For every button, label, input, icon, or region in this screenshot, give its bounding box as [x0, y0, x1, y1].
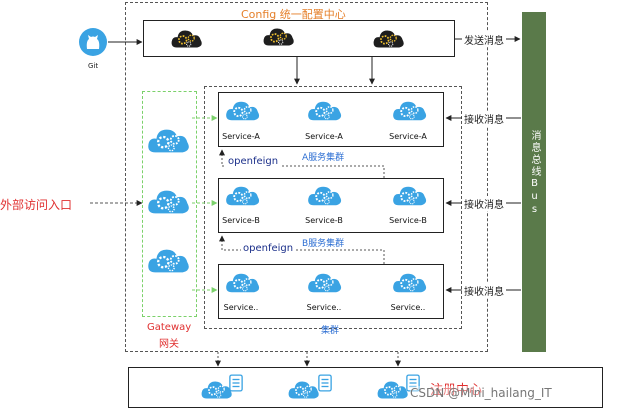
service-b-1: Service-B — [222, 216, 260, 225]
github-icon — [79, 28, 107, 56]
git-label: Git — [88, 62, 99, 70]
receive-message-label-c: 接收消息 — [462, 283, 506, 298]
registry-label: 注册中心 — [430, 383, 483, 398]
service-a-2: Service-A — [305, 132, 343, 141]
cluster-a-label: A服务集群 — [302, 153, 345, 163]
gateway-label: Gateway — [147, 322, 192, 333]
registry-cloud-icon — [287, 378, 321, 402]
service-c-3: Service.. — [390, 303, 426, 312]
registry-box — [128, 367, 603, 408]
registry-cloud-icon — [376, 378, 410, 402]
watermark: CSDN @Mini_hailang_IT — [410, 386, 552, 400]
gateway-label-cn: 网关 — [159, 339, 179, 350]
services-group — [204, 86, 462, 329]
service-a-3: Service-A — [389, 132, 427, 141]
service-c-2: Service.. — [306, 303, 342, 312]
receive-message-label-b: 接收消息 — [462, 196, 506, 211]
send-message-label: 发送消息 — [462, 32, 506, 47]
system-boundary — [125, 2, 488, 352]
message-bus-label: 消息总线Bus — [529, 130, 540, 217]
openfeign-label-1: openfeign — [226, 156, 281, 167]
service-c-1: Service.. — [223, 303, 259, 312]
document-icon — [318, 374, 332, 392]
openfeign-label-2: openfeign — [241, 243, 296, 254]
service-b-2: Service-B — [305, 216, 343, 225]
document-icon — [229, 374, 243, 392]
receive-message-label-a: 接收消息 — [462, 111, 506, 126]
service-b-3: Service-B — [389, 216, 427, 225]
config-center-title: Config 统一配置中心 — [241, 8, 346, 21]
service-a-1: Service-A — [222, 132, 260, 141]
message-bus-bar — [522, 12, 546, 352]
external-entry-label: 外部访问入口 — [0, 198, 73, 212]
cluster-c-label: 集群 — [321, 326, 340, 336]
cluster-b-label: B服务集群 — [302, 239, 345, 249]
